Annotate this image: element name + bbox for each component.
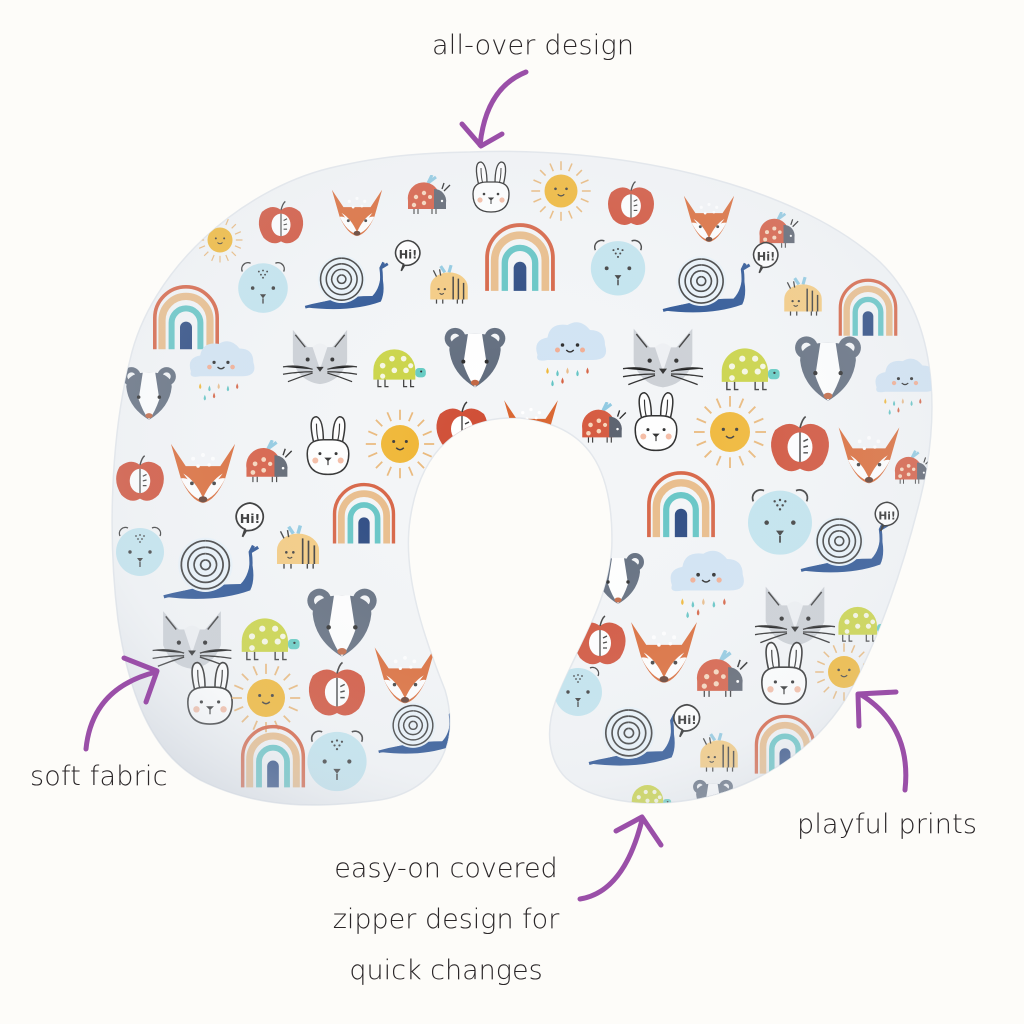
pillow-shading [112,151,932,806]
arrow-all-over-design [459,69,529,149]
callout-zipper-line-1: easy-on covered [334,853,558,884]
arrow-soft-fabric [83,655,160,752]
callout-soft-fabric: soft fabric [30,761,168,792]
callout-zipper-design: easy-on covered zipper design for quick … [318,843,574,996]
arrow-playful-prints [855,689,909,793]
nursing-pillow [111,150,933,806]
callout-zipper-line-3: quick changes [349,955,543,986]
callout-all-over-design: all-over design [432,30,635,61]
callout-zipper-line-2: zipper design for [332,904,560,935]
callout-playful-prints: playful prints [797,809,978,840]
arrow-zipper [577,814,664,902]
